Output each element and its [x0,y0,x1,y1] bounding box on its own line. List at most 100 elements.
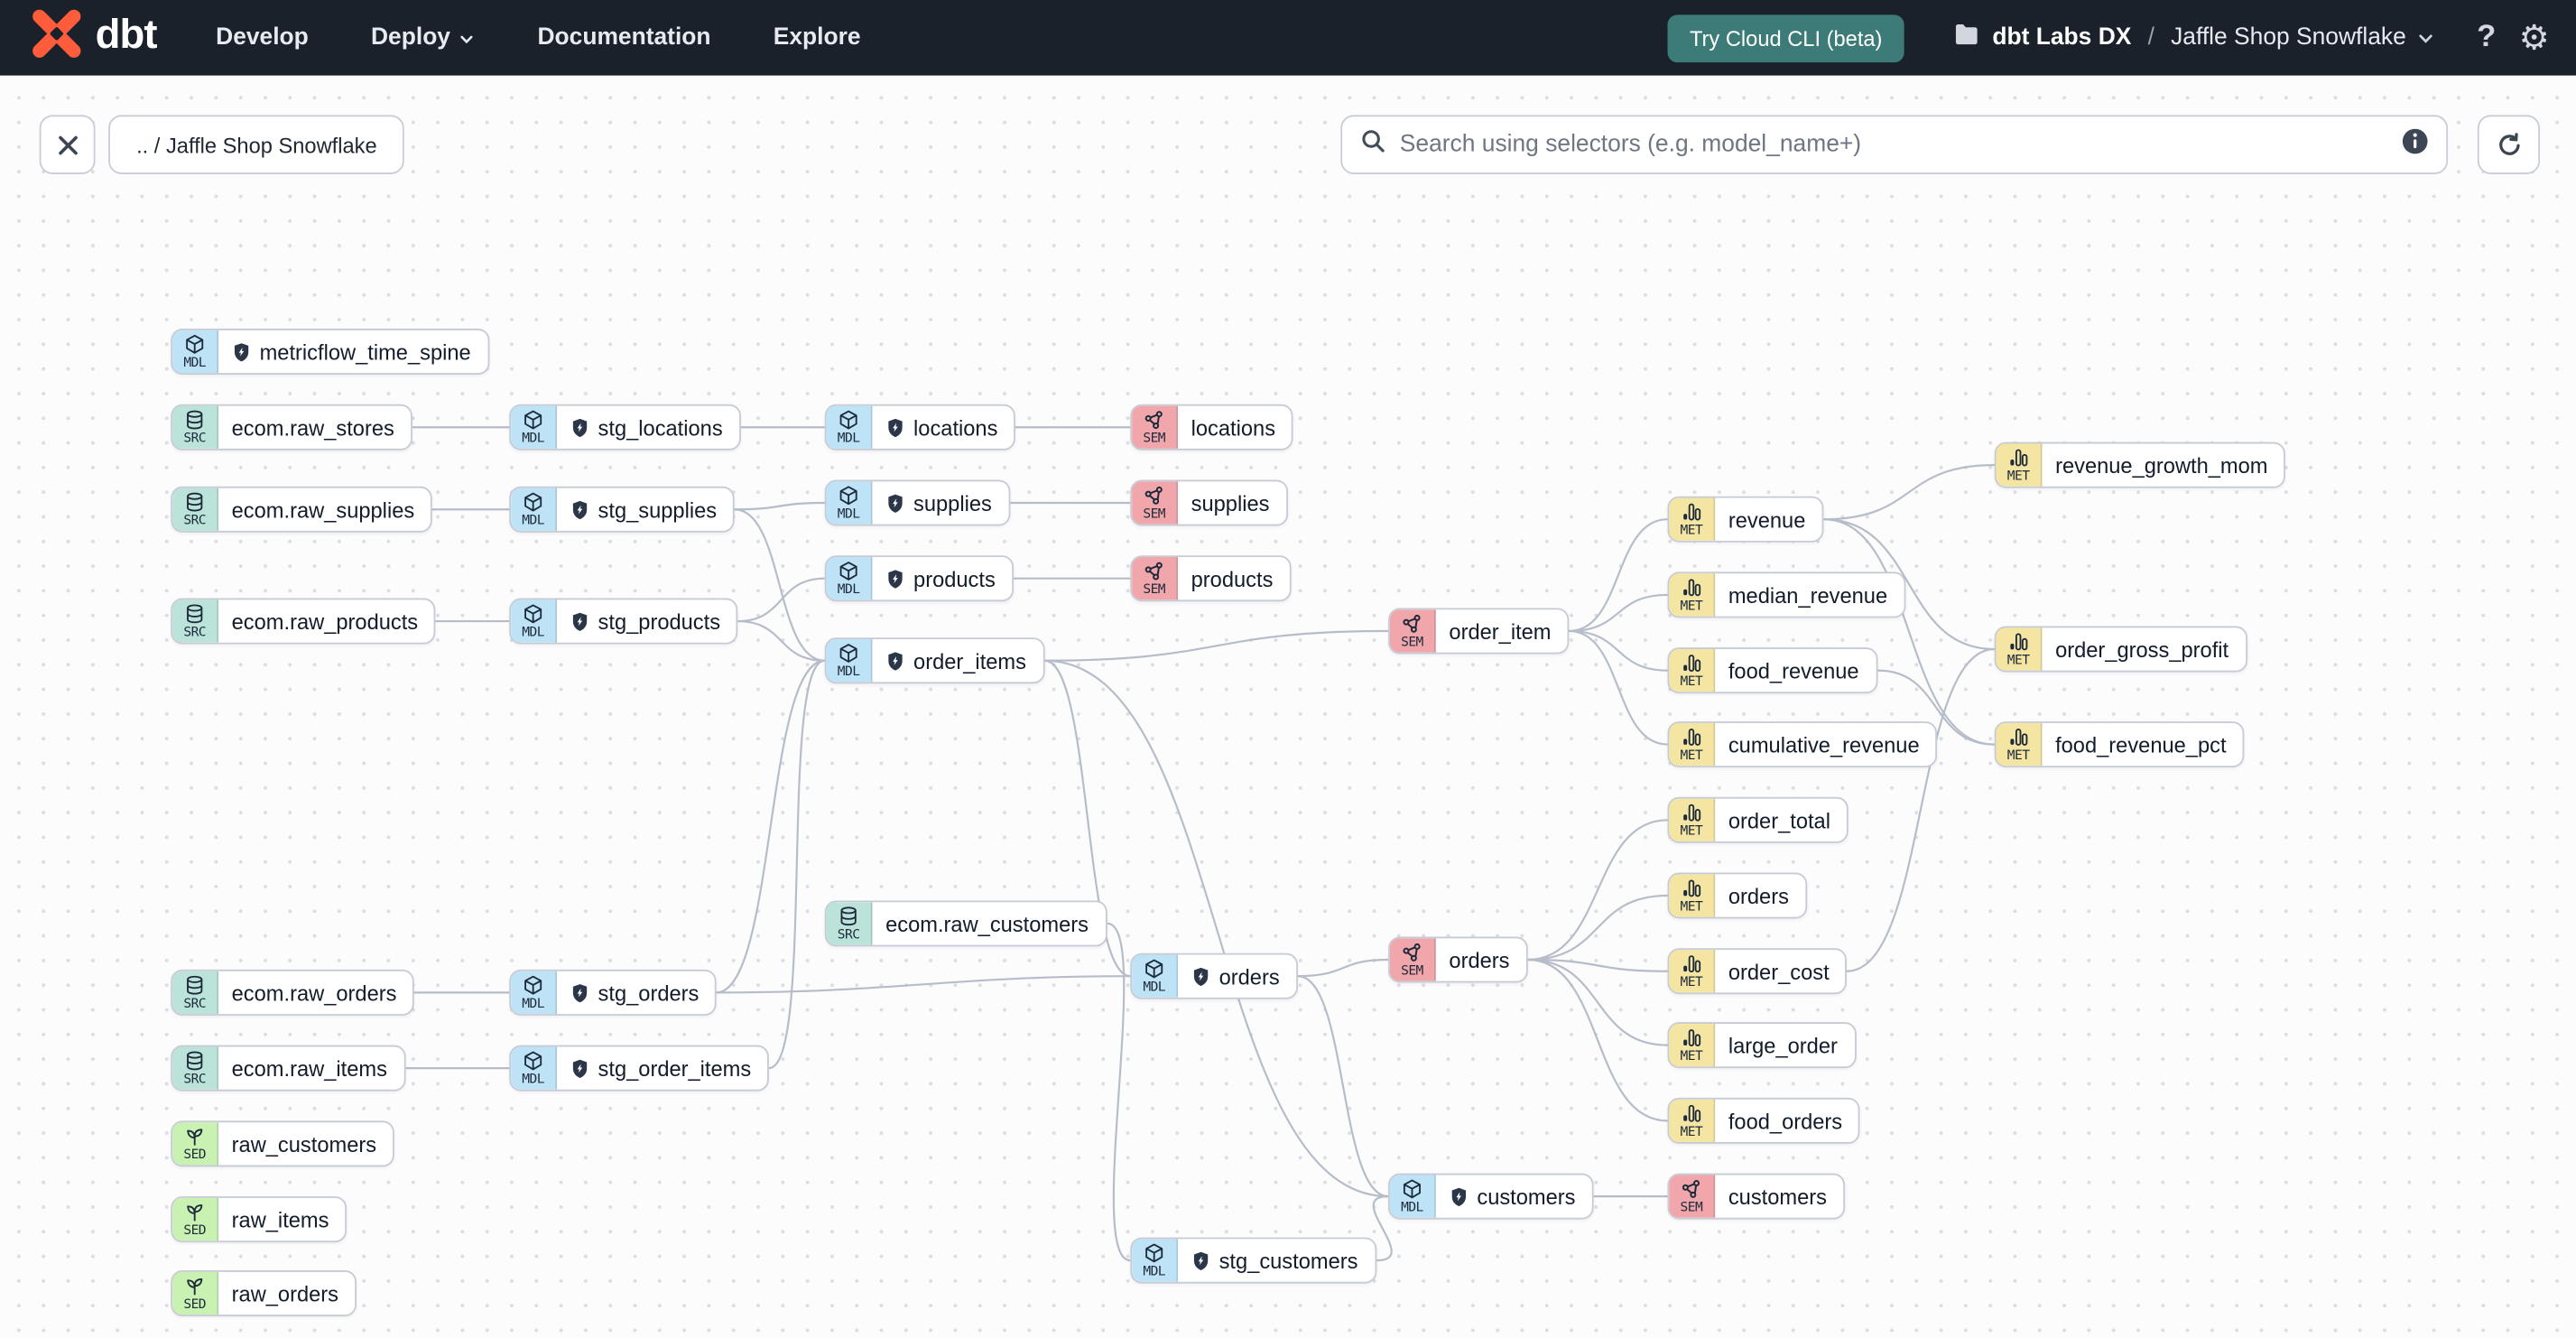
bar-chart-icon [1681,577,1702,599]
node-type-label: SRC [183,512,207,528]
search-input[interactable] [1399,131,2401,158]
cube-icon [1402,1178,1423,1200]
node-label: customers [1728,1184,1828,1209]
cube-icon [838,561,859,582]
sprout-icon [184,1275,206,1296]
bar-chart-badge: MET [1669,1023,1716,1067]
bar-chart-icon [2007,447,2029,469]
refresh-button[interactable] [2477,115,2541,174]
bar-chart-badge: MET [1669,648,1716,692]
cube-icon [838,409,859,431]
lineage-canvas[interactable]: .. / Jaffle Shop Snowflake MDLmetricflow… [0,75,2576,1338]
try-cloud-cli-button[interactable]: Try Cloud CLI (beta) [1668,14,1904,62]
shield-icon [885,650,905,672]
cube-badge: MDL [826,557,873,600]
info-icon[interactable] [2400,125,2430,163]
node-label: ecom.raw_orders [231,980,397,1006]
node-label: order_cost [1728,959,1830,984]
dbt-logo[interactable]: dbt [30,6,158,69]
database-badge: SRC [172,405,219,449]
node-label: ecom.raw_products [231,609,419,634]
node-type-label: MDL [522,996,544,1011]
lineage-breadcrumb[interactable]: .. / Jaffle Shop Snowflake [108,115,405,174]
node-label: stg_products [557,599,737,642]
bar-chart-badge: MET [1669,874,1716,917]
nav-item-explore[interactable]: Explore [773,24,861,51]
dbt-logo-text: dbt [95,10,158,57]
node-label: products [1191,566,1274,591]
cube-icon [1144,958,1165,980]
database-icon [184,409,206,431]
nav-item-deploy[interactable]: Deploy [371,24,475,51]
gear-icon[interactable]: ⚙ [2518,18,2550,57]
edge-orders-to-sem_orders [1297,958,1389,978]
dbt-logo-icon [30,6,84,69]
database-icon [184,974,206,996]
node-label: order_items [873,639,1043,682]
help-icon[interactable]: ? [2477,19,2497,55]
project-selector[interactable]: Jaffle Shop Snowflake [2171,24,2434,51]
bar-chart-badge: MET [1996,627,2043,671]
close-lineage-button[interactable] [39,115,96,174]
node-label: ecom.raw_items [231,1055,387,1081]
bar-chart-icon [1681,653,1702,674]
cube-icon [523,491,544,513]
account-name[interactable]: dbt Labs DX [1992,24,2132,51]
edge-orders-to-customers [1297,975,1389,1198]
shield-icon [570,610,590,632]
node-type-label: MDL [522,512,544,528]
nav-item-documentation[interactable]: Documentation [537,24,711,51]
edge-sem_order_item-to-met_median_revenue [1569,593,1668,633]
node-type-label: SED [183,1296,207,1312]
shield-icon [232,341,252,363]
cube-icon [523,1050,544,1072]
node-type-label: SRC [837,926,860,942]
node-label: food_revenue_pct [2055,731,2227,757]
edges-layer [405,426,1995,1262]
database-icon [184,491,206,513]
nav-item-develop[interactable]: Develop [216,24,309,51]
edge-sem_orders-to-met_order_total [1527,819,1668,962]
close-icon [58,135,77,154]
